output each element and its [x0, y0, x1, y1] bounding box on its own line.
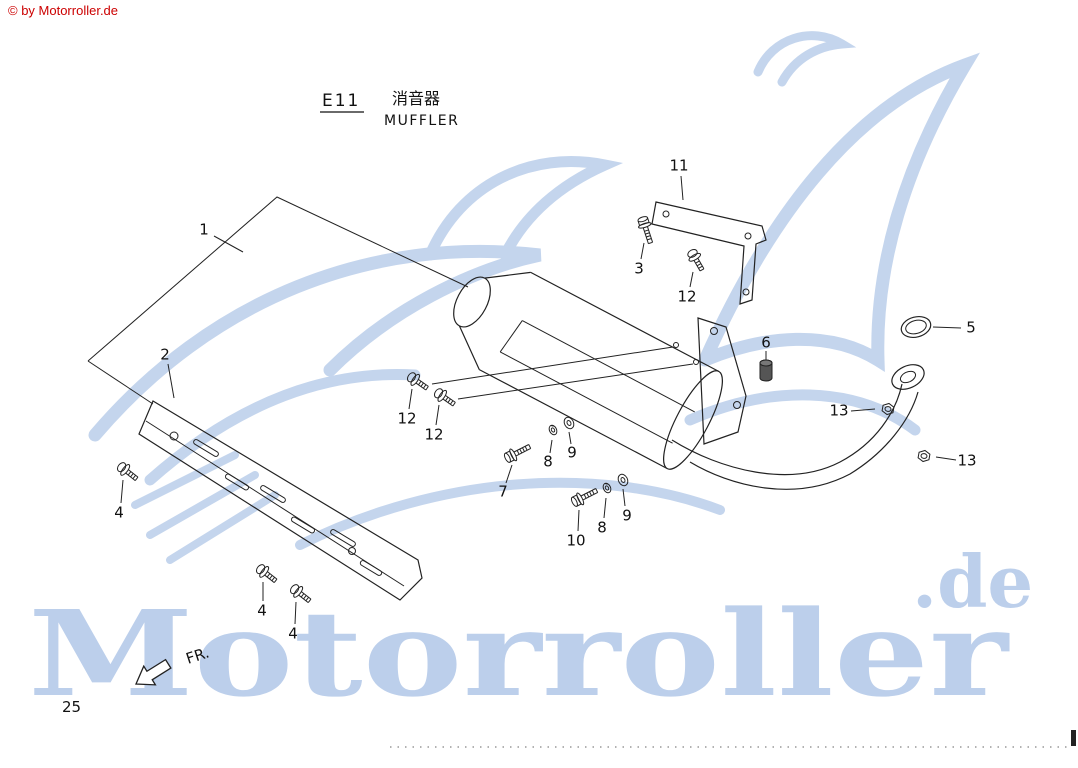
watermark-suffix: .de: [912, 539, 1033, 624]
part-leader-13: [935, 456, 957, 461]
part-callout-4: 4: [114, 504, 124, 522]
part-callout-2: 2: [160, 346, 170, 364]
part-leader-10: [577, 509, 580, 532]
part-callout-4: 4: [288, 625, 298, 643]
part-leader-4: [120, 479, 124, 504]
part-callout-3: 3: [634, 260, 644, 278]
part-leader-8: [603, 497, 607, 519]
part-leader-11: [680, 175, 684, 201]
exhaust-pipe: [671, 364, 925, 490]
part-callout-6: 6: [761, 334, 771, 352]
screw-part-4-a: [114, 459, 142, 485]
part-leader-9: [568, 431, 572, 445]
part-callout-8: 8: [543, 453, 553, 471]
nut-part-13-b: [917, 449, 931, 463]
part-leader-3: [640, 242, 645, 260]
part-callout-1: 1: [199, 221, 209, 239]
part-leader-7: [505, 464, 513, 484]
washer-part-9-a: [561, 415, 577, 431]
part-callout-13: 13: [957, 452, 976, 470]
copyright-notice: © by Motorroller.de: [8, 3, 118, 18]
part-callout-9: 9: [622, 507, 632, 525]
muffler-body: [431, 271, 747, 470]
screw-part-12-c: [431, 385, 459, 411]
part-leader-2: [167, 363, 175, 399]
title-block: E11 消音器 MUFFLER: [320, 89, 459, 129]
muffler-mount-plate: [697, 317, 747, 445]
diagram-title-english: MUFFLER: [384, 113, 459, 129]
part-callout-12: 12: [677, 288, 696, 306]
bolt-part-7: [502, 440, 534, 466]
part-callout-13: 13: [829, 402, 848, 420]
watermark-eagle-left-icon: [88, 156, 725, 564]
part-callout-11: 11: [669, 157, 688, 175]
part-callout-12: 12: [424, 426, 443, 444]
part-leader-12: [408, 388, 413, 410]
part-callout-10: 10: [566, 532, 585, 550]
part-leader-4: [294, 601, 297, 625]
gasket-ring-part-5: [900, 315, 932, 339]
heat-shield-part-2: [138, 400, 423, 601]
watermark: .de Motorroller: [28, 31, 1033, 723]
part-leader-12: [435, 404, 440, 426]
hanger-bracket-part-11: [651, 201, 767, 305]
front-arrow-icon: [135, 658, 172, 686]
washer-part-8-a: [547, 423, 559, 437]
watermark-text: Motorroller: [28, 584, 1010, 723]
part-callout-4: 4: [257, 602, 267, 620]
panel-part-1: [87, 196, 469, 405]
part-leader-12: [689, 271, 694, 288]
part-callout-5: 5: [966, 319, 976, 337]
diagram-code: E11: [322, 91, 360, 111]
diagram-title-chinese: 消音器: [392, 89, 440, 108]
exploded-diagram: [87, 196, 932, 607]
bushing-part-6: [759, 359, 773, 382]
part-callout-8: 8: [597, 519, 607, 537]
part-leader-9: [622, 488, 626, 507]
part-leader-1: [213, 235, 244, 253]
page-edge-mark: [1071, 730, 1076, 746]
page-number: 25: [62, 698, 81, 716]
pipe-flange: [891, 364, 925, 390]
part-callout-12: 12: [397, 410, 416, 428]
bolt-part-10: [569, 484, 601, 510]
part-callout-9: 9: [567, 444, 577, 462]
screw-part-4-b: [253, 561, 281, 587]
part-callout-7: 7: [498, 483, 508, 501]
part-leader-8: [549, 439, 553, 454]
watermark-eagle-right-icon: [684, 31, 981, 436]
part-leader-13: [850, 408, 876, 412]
part-leader-5: [932, 326, 962, 329]
bolt-part-3: [635, 214, 658, 246]
screw-part-12-a: [684, 246, 709, 274]
